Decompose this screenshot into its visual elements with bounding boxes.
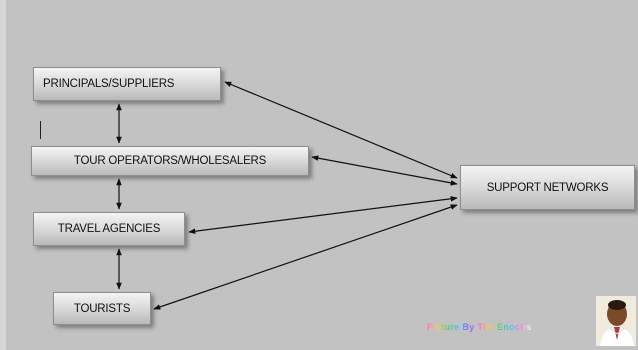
- node-support-networks: SUPPORT NETWORKS: [460, 165, 635, 210]
- node-tour-operators-wholesalers: TOUR OPERATORS/WHOLESALERS: [31, 146, 309, 176]
- node-travel-agencies: TRAVEL AGENCIES: [33, 212, 185, 246]
- node-principals-suppliers: PRINCIPALS/SUPPLIERS: [33, 67, 221, 101]
- portrait-photo-icon: [596, 296, 636, 346]
- text-cursor-mark: [40, 121, 41, 139]
- edge-tour-support: [311, 155, 458, 186]
- edge-travel-support: [188, 196, 458, 234]
- node-tourists: TOURISTS: [53, 292, 151, 325]
- edge-tourists-support: [153, 204, 458, 310]
- slide-edge: [0, 0, 6, 350]
- picture-credit: Picture By The Enochs: [427, 322, 532, 332]
